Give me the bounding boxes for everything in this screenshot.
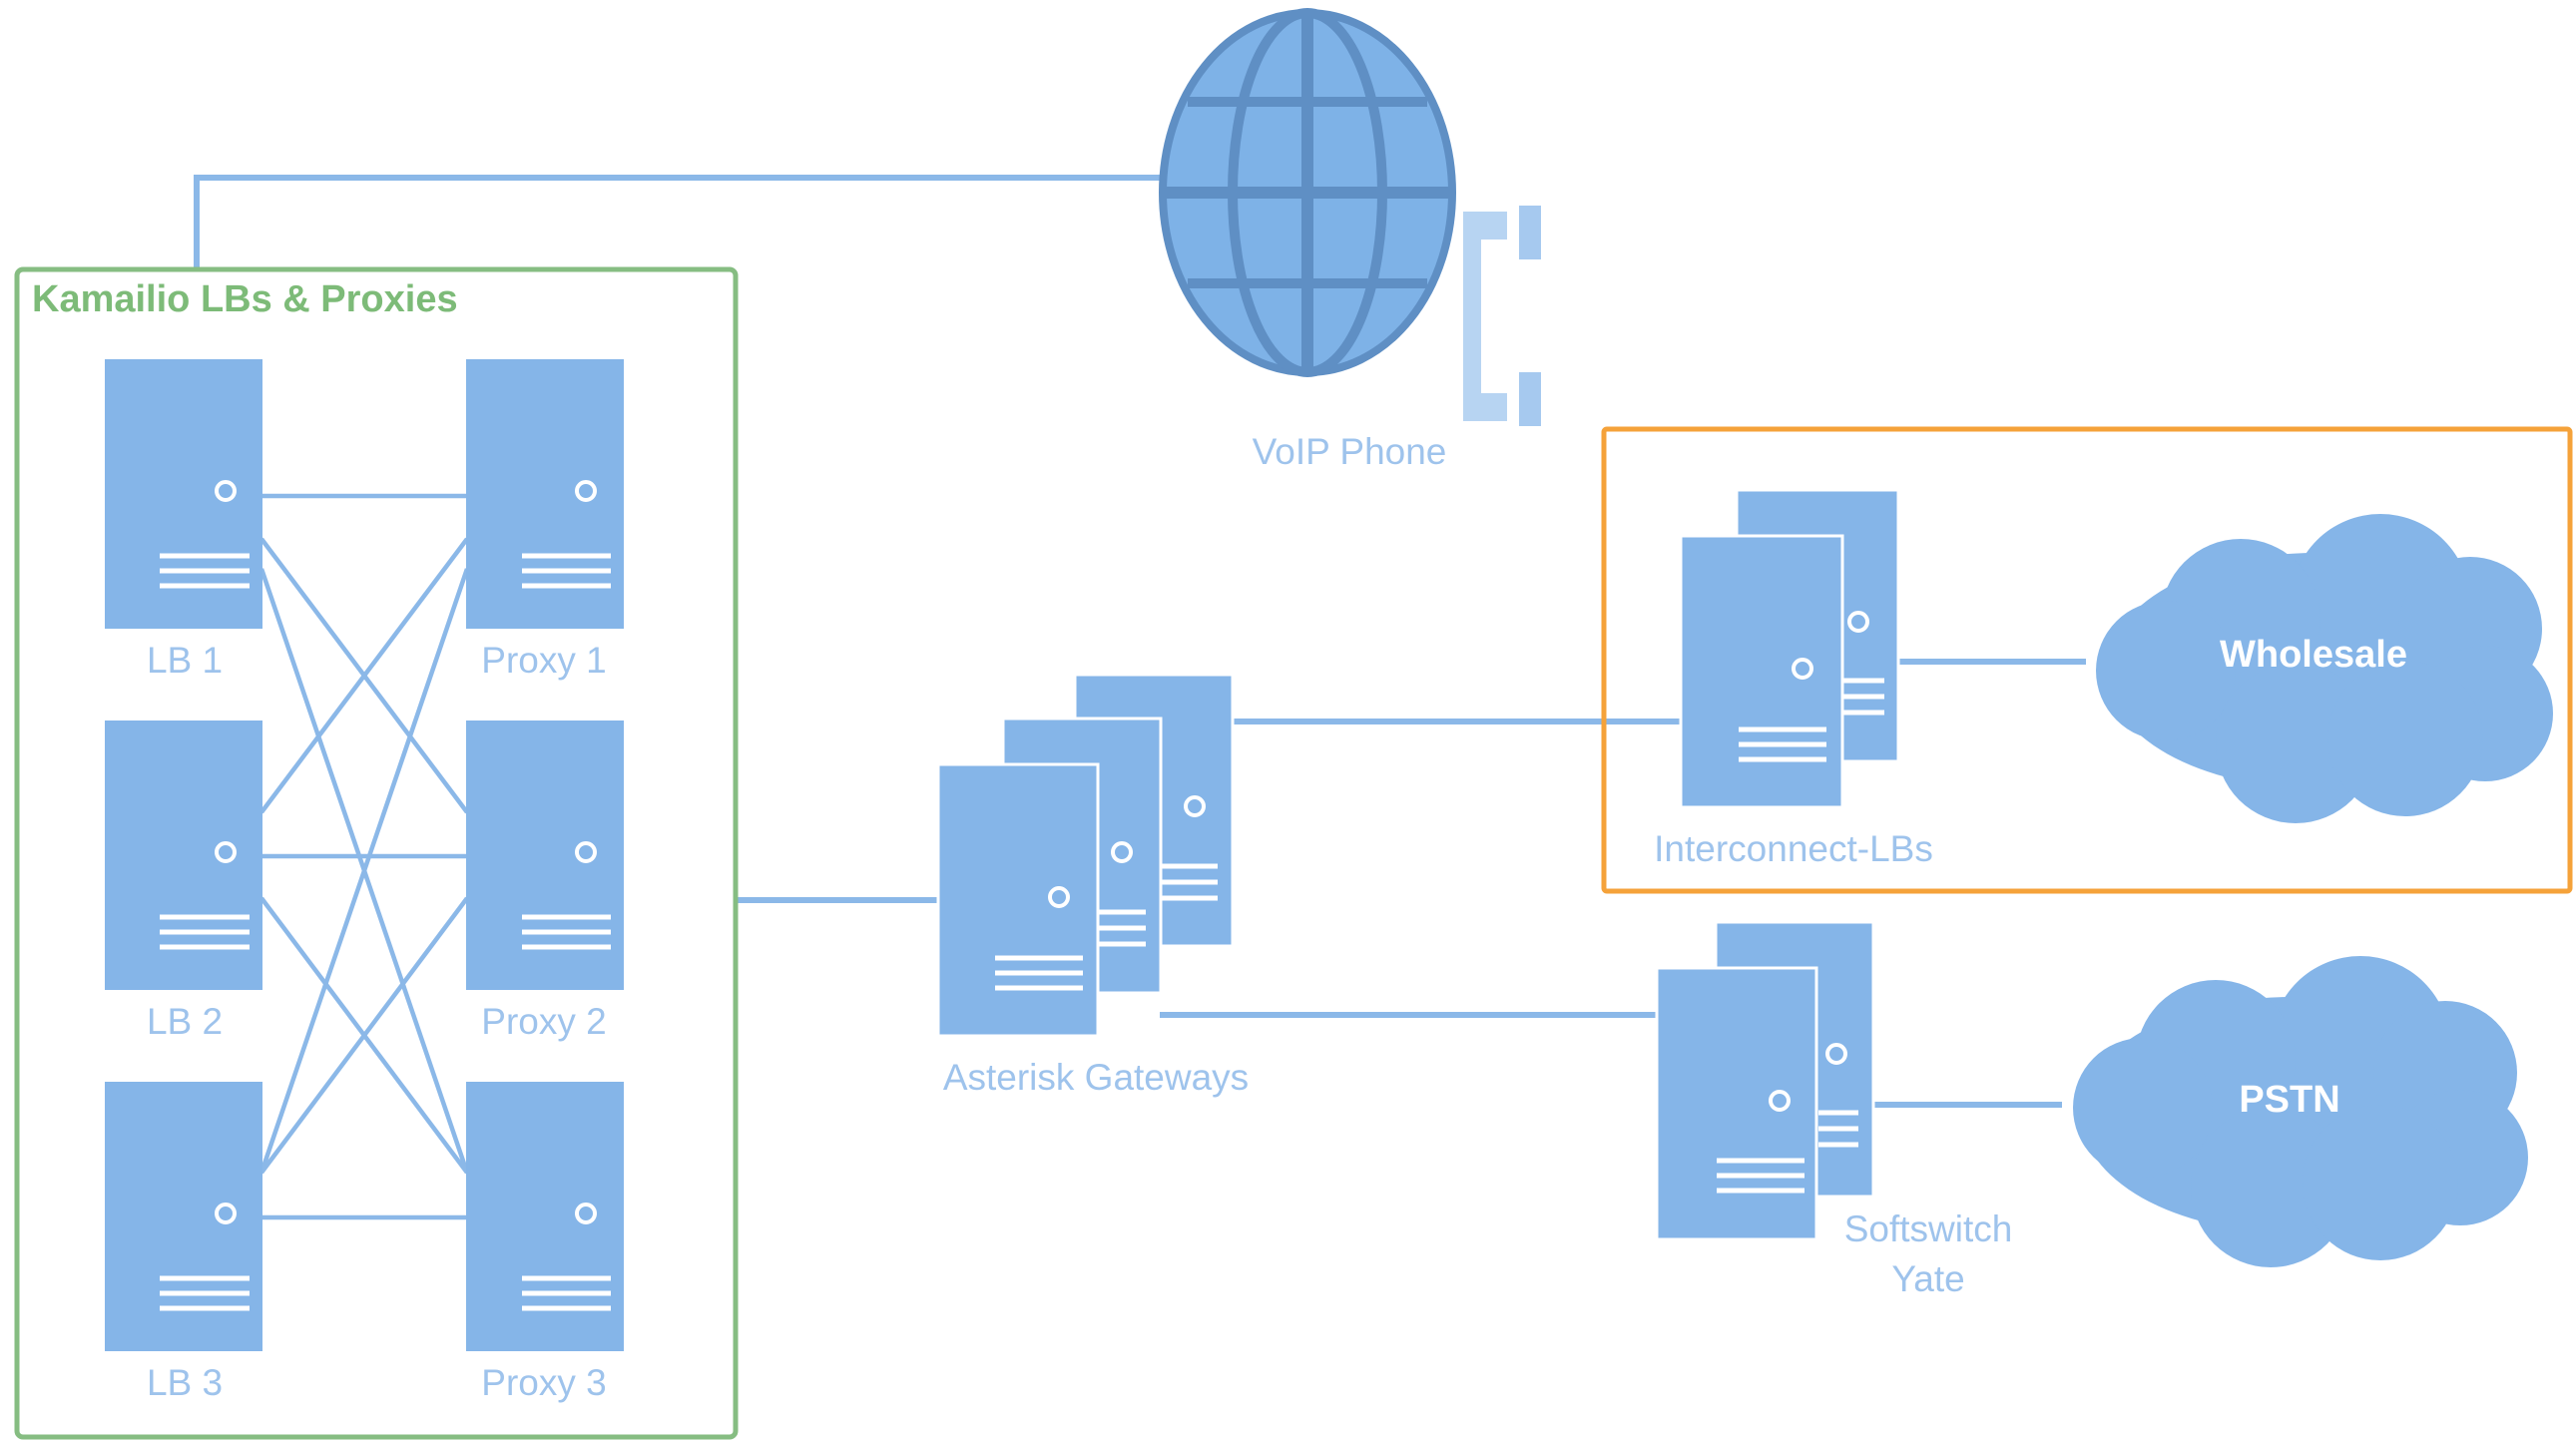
server-led-icon	[1825, 1043, 1847, 1065]
proxy1-label: Proxy 1	[481, 640, 606, 681]
lb1-server: LB 1	[105, 359, 262, 681]
lb3-label: LB 3	[147, 1362, 223, 1403]
server-led-icon	[215, 841, 237, 863]
server-led-icon	[575, 841, 597, 863]
proxy1-server: Proxy 1	[466, 359, 624, 681]
softswitch-label-line2: Yate	[1891, 1258, 1964, 1299]
asterisk-gateways-label: Asterisk Gateways	[943, 1057, 1249, 1098]
handset-icon	[1463, 206, 1541, 426]
voip-phone-label: VoIP Phone	[1253, 431, 1447, 472]
lb-proxy-mesh	[258, 493, 470, 1220]
proxy2-label: Proxy 2	[481, 1001, 606, 1042]
kamailio-group-border	[14, 266, 739, 1440]
interconnect-server-front	[1679, 534, 1844, 809]
server-led-icon	[215, 480, 237, 502]
pstn-label: PSTN	[2239, 1079, 2339, 1121]
interconnect-group: Interconnect-LBs Wholesale	[1601, 426, 2573, 894]
interconnect-group-border	[1601, 426, 2573, 894]
proxy3-label: Proxy 3	[481, 1362, 606, 1403]
pstn-cloud-icon: PSTN	[2073, 956, 2528, 1267]
server-led-icon	[215, 1203, 237, 1224]
softswitch-node: Softswitch Yate	[1655, 920, 2013, 1299]
kamailio-group-title: Kamailio LBs & Proxies	[32, 278, 458, 320]
connections	[194, 175, 2086, 1220]
softswitch-server-front	[1655, 966, 1818, 1241]
kamailio-group: Kamailio LBs & Proxies	[14, 266, 739, 1440]
proxy3-server: Proxy 3	[466, 1082, 624, 1403]
server-led-icon	[1184, 795, 1206, 817]
voip-phone-node: VoIP Phone	[1159, 8, 1541, 472]
server-led-icon	[575, 480, 597, 502]
lb2-label: LB 2	[147, 1001, 223, 1042]
server-led-icon	[1847, 611, 1869, 633]
server-led-icon	[1048, 886, 1070, 908]
lb3-server: LB 3	[105, 1082, 262, 1403]
lb2-server: LB 2	[105, 721, 262, 1042]
server-led-icon	[1111, 841, 1133, 863]
asterisk-gateways-node: Asterisk Gateways	[936, 673, 1249, 1098]
interconnect-lbs-label: Interconnect-LBs	[1654, 828, 1933, 869]
server-led-icon	[1769, 1090, 1791, 1112]
proxy2-server: Proxy 2	[466, 721, 624, 1042]
asterisk-server-front	[936, 762, 1100, 1038]
globe-icon	[1159, 8, 1456, 377]
softswitch-label-line1: Softswitch	[1844, 1208, 2013, 1249]
link-kamailio-voip	[194, 175, 1166, 267]
wholesale-label: Wholesale	[2220, 634, 2407, 676]
server-led-icon	[575, 1203, 597, 1224]
lb1-label: LB 1	[147, 640, 223, 681]
wholesale-cloud-icon: Wholesale	[2096, 514, 2553, 823]
server-led-icon	[1792, 658, 1813, 680]
